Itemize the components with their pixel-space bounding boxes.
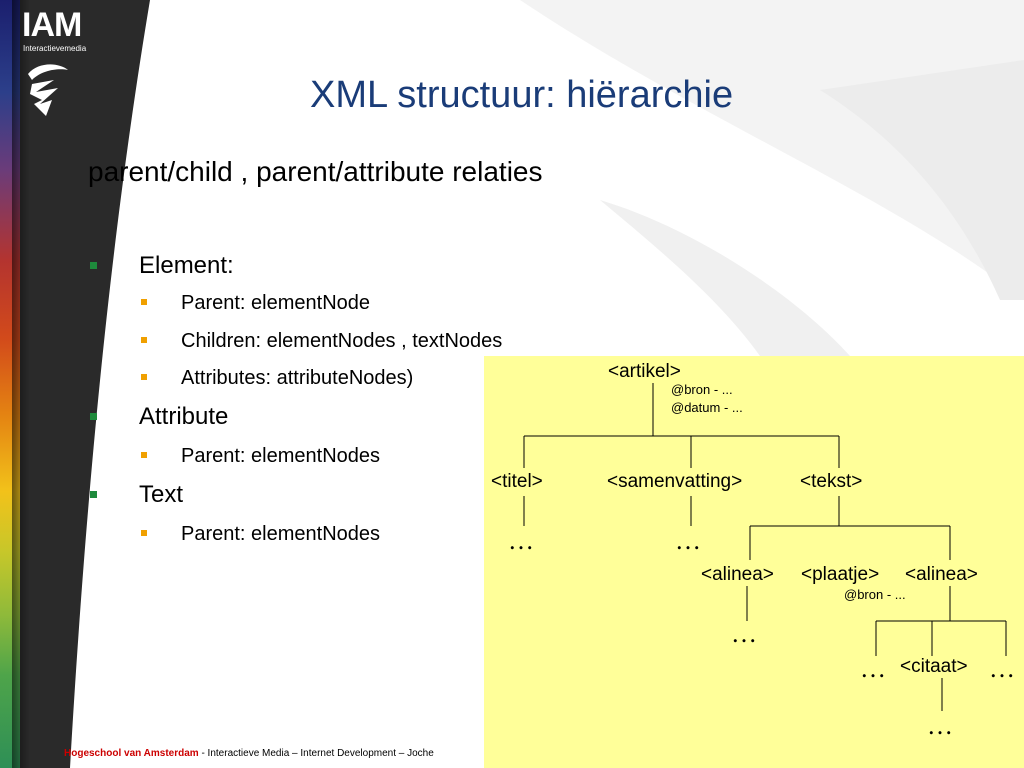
node-artikel: <artikel> xyxy=(608,361,681,382)
bullet-square-icon xyxy=(90,262,97,269)
bullet-square-icon xyxy=(90,491,97,498)
logo-swirl-icon xyxy=(28,64,68,116)
node-plaatje: <plaatje> xyxy=(801,564,880,585)
logo-title: IAM xyxy=(22,6,82,44)
bullet-item: Element: xyxy=(139,252,234,279)
ellipsis-alinea-1: … xyxy=(731,619,757,648)
footer: Hogeschool van Amsterdam - Interactieve … xyxy=(64,748,434,760)
sub-bullet-item: Attributes: attributeNodes) xyxy=(181,367,414,389)
attr-bron: @bron - ... xyxy=(671,382,733,397)
ellipsis-citaat: … xyxy=(927,711,953,740)
slide-subtitle: parent/child , parent/attribute relaties xyxy=(88,156,543,187)
ellipsis-alinea-2-right: … xyxy=(989,654,1015,683)
sub-bullet-square-icon xyxy=(141,530,147,536)
iam-logo: IAM Interactievemedia xyxy=(22,8,102,118)
sub-bullet-square-icon xyxy=(141,299,147,305)
xml-tree-diagram: <artikel> @bron - ... @datum - ... <tite… xyxy=(484,356,1024,768)
sub-bullet-item: Parent: elementNode xyxy=(181,292,371,314)
bullet-item: Attribute xyxy=(139,403,229,430)
ellipsis-alinea-2-left: … xyxy=(860,654,886,683)
attr-plaatje-bron: @bron - ... xyxy=(844,587,906,602)
logo-subtitle: Interactievemedia xyxy=(23,44,87,53)
sidebar-shadow xyxy=(12,0,30,768)
bullet-square-icon xyxy=(90,413,97,420)
slide-title: XML structuur: hiërarchie xyxy=(310,74,734,116)
ellipsis-samenvatting: … xyxy=(675,526,701,555)
attr-datum: @datum - ... xyxy=(671,400,743,415)
node-titel: <titel> xyxy=(491,471,543,492)
ellipsis-titel: … xyxy=(508,526,534,555)
sub-bullet-item: Parent: elementNodes xyxy=(181,523,381,545)
sub-bullet-square-icon xyxy=(141,374,147,380)
node-alinea-1: <alinea> xyxy=(701,564,774,585)
footer-text: - Interactieve Media – Internet Developm… xyxy=(198,748,434,759)
footer-brand: Hogeschool van Amsterdam xyxy=(64,748,199,759)
sub-bullet-item: Parent: elementNodes xyxy=(181,445,381,467)
node-tekst: <tekst> xyxy=(800,471,863,492)
sub-bullet-square-icon xyxy=(141,337,147,343)
bullet-item: Text xyxy=(139,481,184,508)
node-citaat: <citaat> xyxy=(900,656,968,677)
node-samenvatting: <samenvatting> xyxy=(607,471,743,492)
sub-bullet-item: Children: elementNodes , textNodes xyxy=(181,330,503,352)
node-alinea-2: <alinea> xyxy=(905,564,978,585)
tree-connector-lines xyxy=(523,383,1007,711)
sub-bullet-square-icon xyxy=(141,452,147,458)
